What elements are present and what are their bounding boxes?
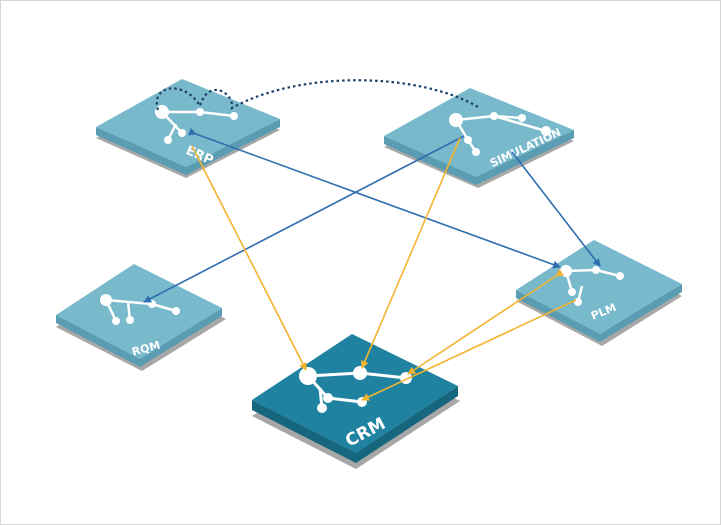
plm-crm-link-a <box>407 268 565 375</box>
erp-crm-link <box>191 145 307 371</box>
simulation-node: SIMULATION <box>384 88 574 188</box>
erp-tile-side <box>96 119 280 175</box>
network-icon <box>560 265 624 306</box>
rqm-node: RQM <box>56 264 226 371</box>
erp-simulation-dotted-link <box>155 79 481 111</box>
crm-tile-side <box>252 386 458 463</box>
rqm-tile-side <box>56 308 222 367</box>
crm-node: CRM <box>252 334 460 469</box>
rqm-tile <box>56 264 222 359</box>
simulation-plm-link <box>511 151 601 267</box>
crm-tile <box>252 334 458 453</box>
erp-plm-link <box>188 127 561 269</box>
plm-node: PLM <box>516 240 682 346</box>
erp-tile <box>96 79 280 167</box>
plm-crm-link-b <box>361 299 577 401</box>
erp-node: ERP <box>96 79 280 178</box>
simulation-crm-link <box>361 137 461 369</box>
network-icon <box>100 294 180 325</box>
